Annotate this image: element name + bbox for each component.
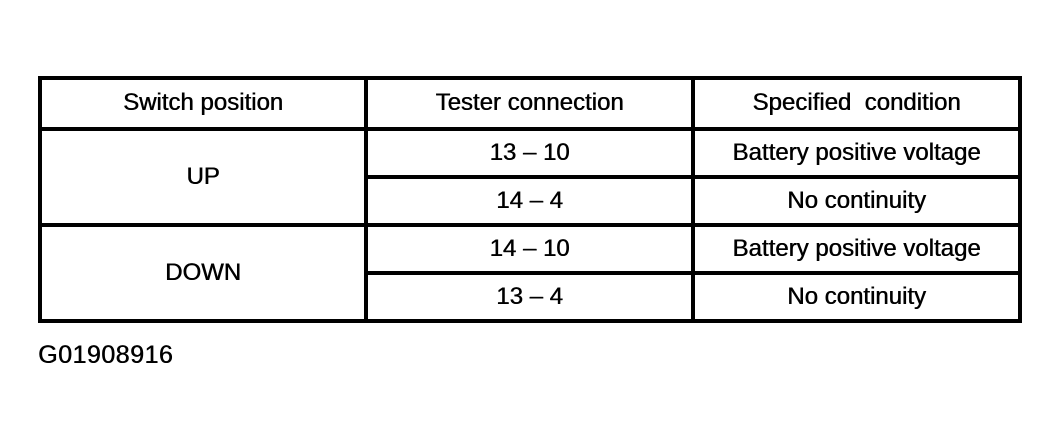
table-row: DOWN 14 – 10 Battery positive voltage bbox=[38, 223, 1022, 323]
switch-continuity-table: Switch position Tester connection Specif… bbox=[38, 76, 1022, 323]
table-row: 14 – 4 No continuity bbox=[40, 175, 1022, 227]
header-row: Switch position Tester connection Specif… bbox=[38, 76, 1022, 131]
table-row: 13 – 4 No continuity bbox=[40, 271, 1022, 323]
cell-switch-position-down: DOWN bbox=[38, 223, 368, 323]
header-specified-condition: Specified condition bbox=[691, 76, 1022, 131]
cell-tester-connection: 14 – 4 bbox=[364, 175, 695, 227]
cell-tester-connection: 13 – 4 bbox=[364, 271, 695, 323]
header-tester-connection: Tester connection bbox=[364, 76, 695, 131]
cell-specified-condition: No continuity bbox=[691, 175, 1022, 227]
cell-tester-connection: 14 – 10 bbox=[364, 223, 695, 275]
cell-specified-condition: Battery positive voltage bbox=[691, 127, 1022, 179]
cell-specified-condition: Battery positive voltage bbox=[691, 223, 1022, 275]
header-switch-position: Switch position bbox=[38, 76, 368, 131]
table-row: UP 13 – 10 Battery positive voltage bbox=[38, 127, 1022, 227]
cell-tester-connection: 13 – 10 bbox=[364, 127, 695, 179]
figure-id: G01908916 bbox=[38, 341, 174, 369]
cell-switch-position-up: UP bbox=[38, 127, 368, 227]
cell-specified-condition: No continuity bbox=[691, 271, 1022, 323]
